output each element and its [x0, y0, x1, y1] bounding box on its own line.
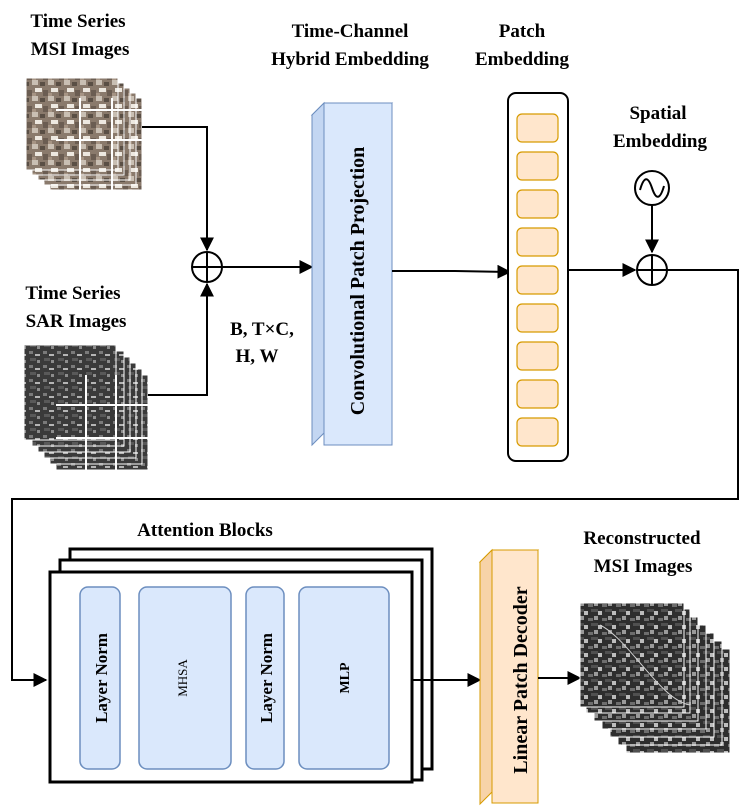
attention-blocks: Layer Norm MHSA Layer Norm MLP	[48, 547, 434, 784]
patch-label-line1: Patch	[499, 21, 546, 42]
msi-label-line1: Time Series	[30, 11, 125, 32]
circle-plus-icon	[191, 251, 223, 283]
msi-label-line2: MSI Images	[31, 39, 130, 60]
dims-label-line2: H, W	[236, 346, 279, 367]
patch-token	[516, 227, 559, 257]
layer-norm-block-2: Layer Norm	[245, 586, 285, 770]
patch-token	[516, 151, 559, 181]
patch-token-column	[516, 113, 559, 447]
patch-token	[516, 113, 559, 143]
sar-label-line2: SAR Images	[26, 311, 127, 332]
sar-image-stack-icon	[23, 344, 149, 471]
spatial-label-line2: Embedding	[613, 131, 707, 152]
hybrid-label-line1: Time-Channel	[292, 21, 409, 42]
patch-token	[516, 265, 559, 295]
msi-to-add-arrow	[142, 126, 214, 252]
mhsa-block: MHSA	[138, 586, 232, 770]
conv-projection-label: Convolutional Patch Projection	[347, 147, 369, 416]
patch-token	[516, 379, 559, 409]
linear-patch-decoder: Linear Patch Decoder	[478, 548, 540, 806]
sar-to-add-arrow	[148, 282, 214, 396]
layer-norm-1-label: Layer Norm	[92, 633, 111, 723]
mhsa-label: MHSA	[175, 659, 190, 697]
reconstructed-image-stack-icon	[579, 602, 731, 754]
msi-image-stack-icon	[25, 77, 143, 191]
patch-token	[516, 341, 559, 371]
patch-token	[516, 417, 559, 447]
patch-token	[516, 189, 559, 219]
dims-label-line1: B, T×C,	[230, 319, 294, 340]
circle-plus-icon	[636, 254, 668, 286]
mlp-block: MLP	[298, 586, 390, 770]
spatial-label-line1: Spatial	[629, 103, 686, 124]
layer-norm-block-1: Layer Norm	[79, 586, 121, 770]
layer-norm-2-label: Layer Norm	[257, 633, 276, 723]
recon-label-line2: MSI Images	[594, 556, 693, 577]
patch-token	[516, 303, 559, 333]
decoder-label: Linear Patch Decoder	[510, 586, 532, 773]
mlp-label: MLP	[338, 662, 353, 694]
projection-to-patch-arrow	[392, 264, 512, 279]
convolutional-patch-projection: Convolutional Patch Projection	[310, 101, 394, 447]
embedding-to-attention-arrow	[11, 269, 739, 687]
sar-label-line1: Time Series	[25, 283, 120, 304]
attention-blocks-title: Attention Blocks	[137, 520, 273, 541]
hybrid-label-line2: Hybrid Embedding	[271, 49, 429, 70]
sine-wave-icon	[634, 170, 670, 206]
recon-label-line1: Reconstructed	[583, 528, 701, 549]
patch-label-line2: Embedding	[475, 49, 569, 70]
